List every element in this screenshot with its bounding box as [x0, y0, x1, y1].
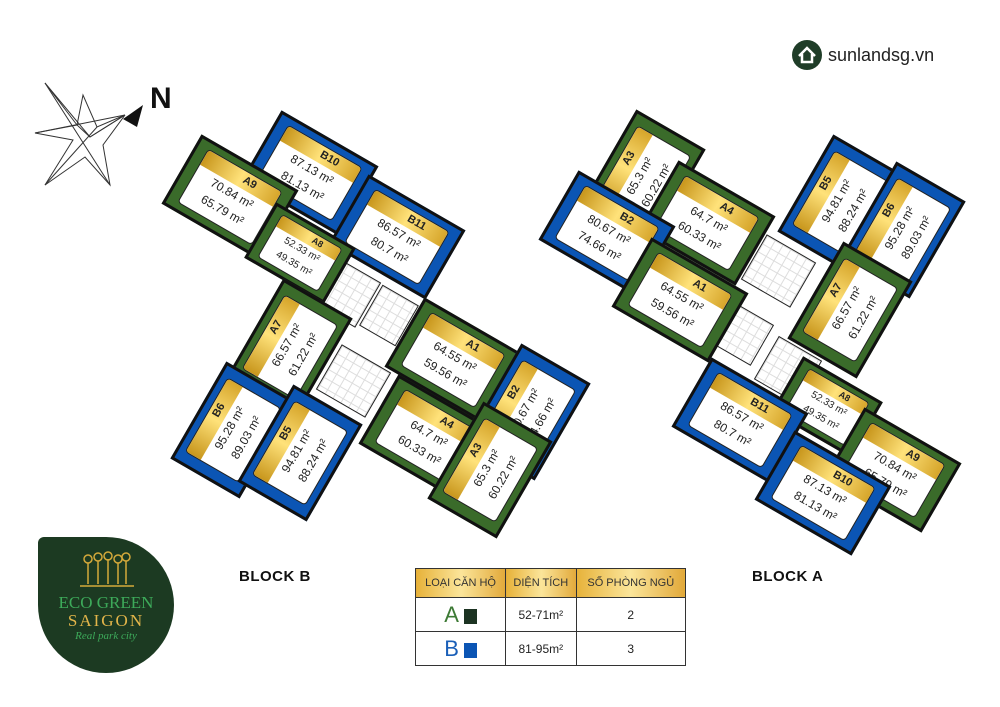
blue-swatch [463, 642, 477, 658]
green-swatch [463, 608, 477, 624]
legend-area: 81-95m² [505, 631, 577, 666]
legend-header-area: DIỆN TÍCH [505, 568, 577, 598]
eco-green-logo: ECO GREEN SAIGON Real park city [38, 537, 174, 673]
legend-row: B 81-95m² 3 [414, 631, 687, 666]
trees-logo-icon [80, 551, 134, 587]
legend-bedrooms: 2 [575, 597, 687, 632]
logo-line2: SAIGON [67, 611, 145, 630]
legend-type: B [444, 635, 459, 661]
legend-row: A 52-71m² 2 [414, 597, 687, 632]
logo-line1: ECO GREEN [58, 593, 154, 612]
north-label: N [150, 82, 172, 115]
block-b-title: BLOCK B [239, 568, 311, 585]
legend-header-type: LOẠI CĂN HỘ [414, 568, 507, 598]
legend-area: 52-71m² [505, 597, 577, 632]
home-icon [792, 40, 822, 70]
legend-header-bedrooms: SỐ PHÒNG NGỦ [575, 568, 687, 598]
unit-type-legend: LOẠI CĂN HỘ DIỆN TÍCH SỐ PHÒNG NGỦ A 52-… [414, 568, 687, 666]
compass-rose-icon [34, 82, 143, 187]
block-a-title: BLOCK A [752, 568, 824, 585]
site-brand: sunlandsg.vn [792, 40, 934, 70]
legend-bedrooms: 3 [575, 631, 687, 666]
legend-type: A [444, 601, 459, 627]
site-url: sunlandsg.vn [828, 44, 935, 65]
logo-tagline: Real park city [75, 630, 137, 642]
